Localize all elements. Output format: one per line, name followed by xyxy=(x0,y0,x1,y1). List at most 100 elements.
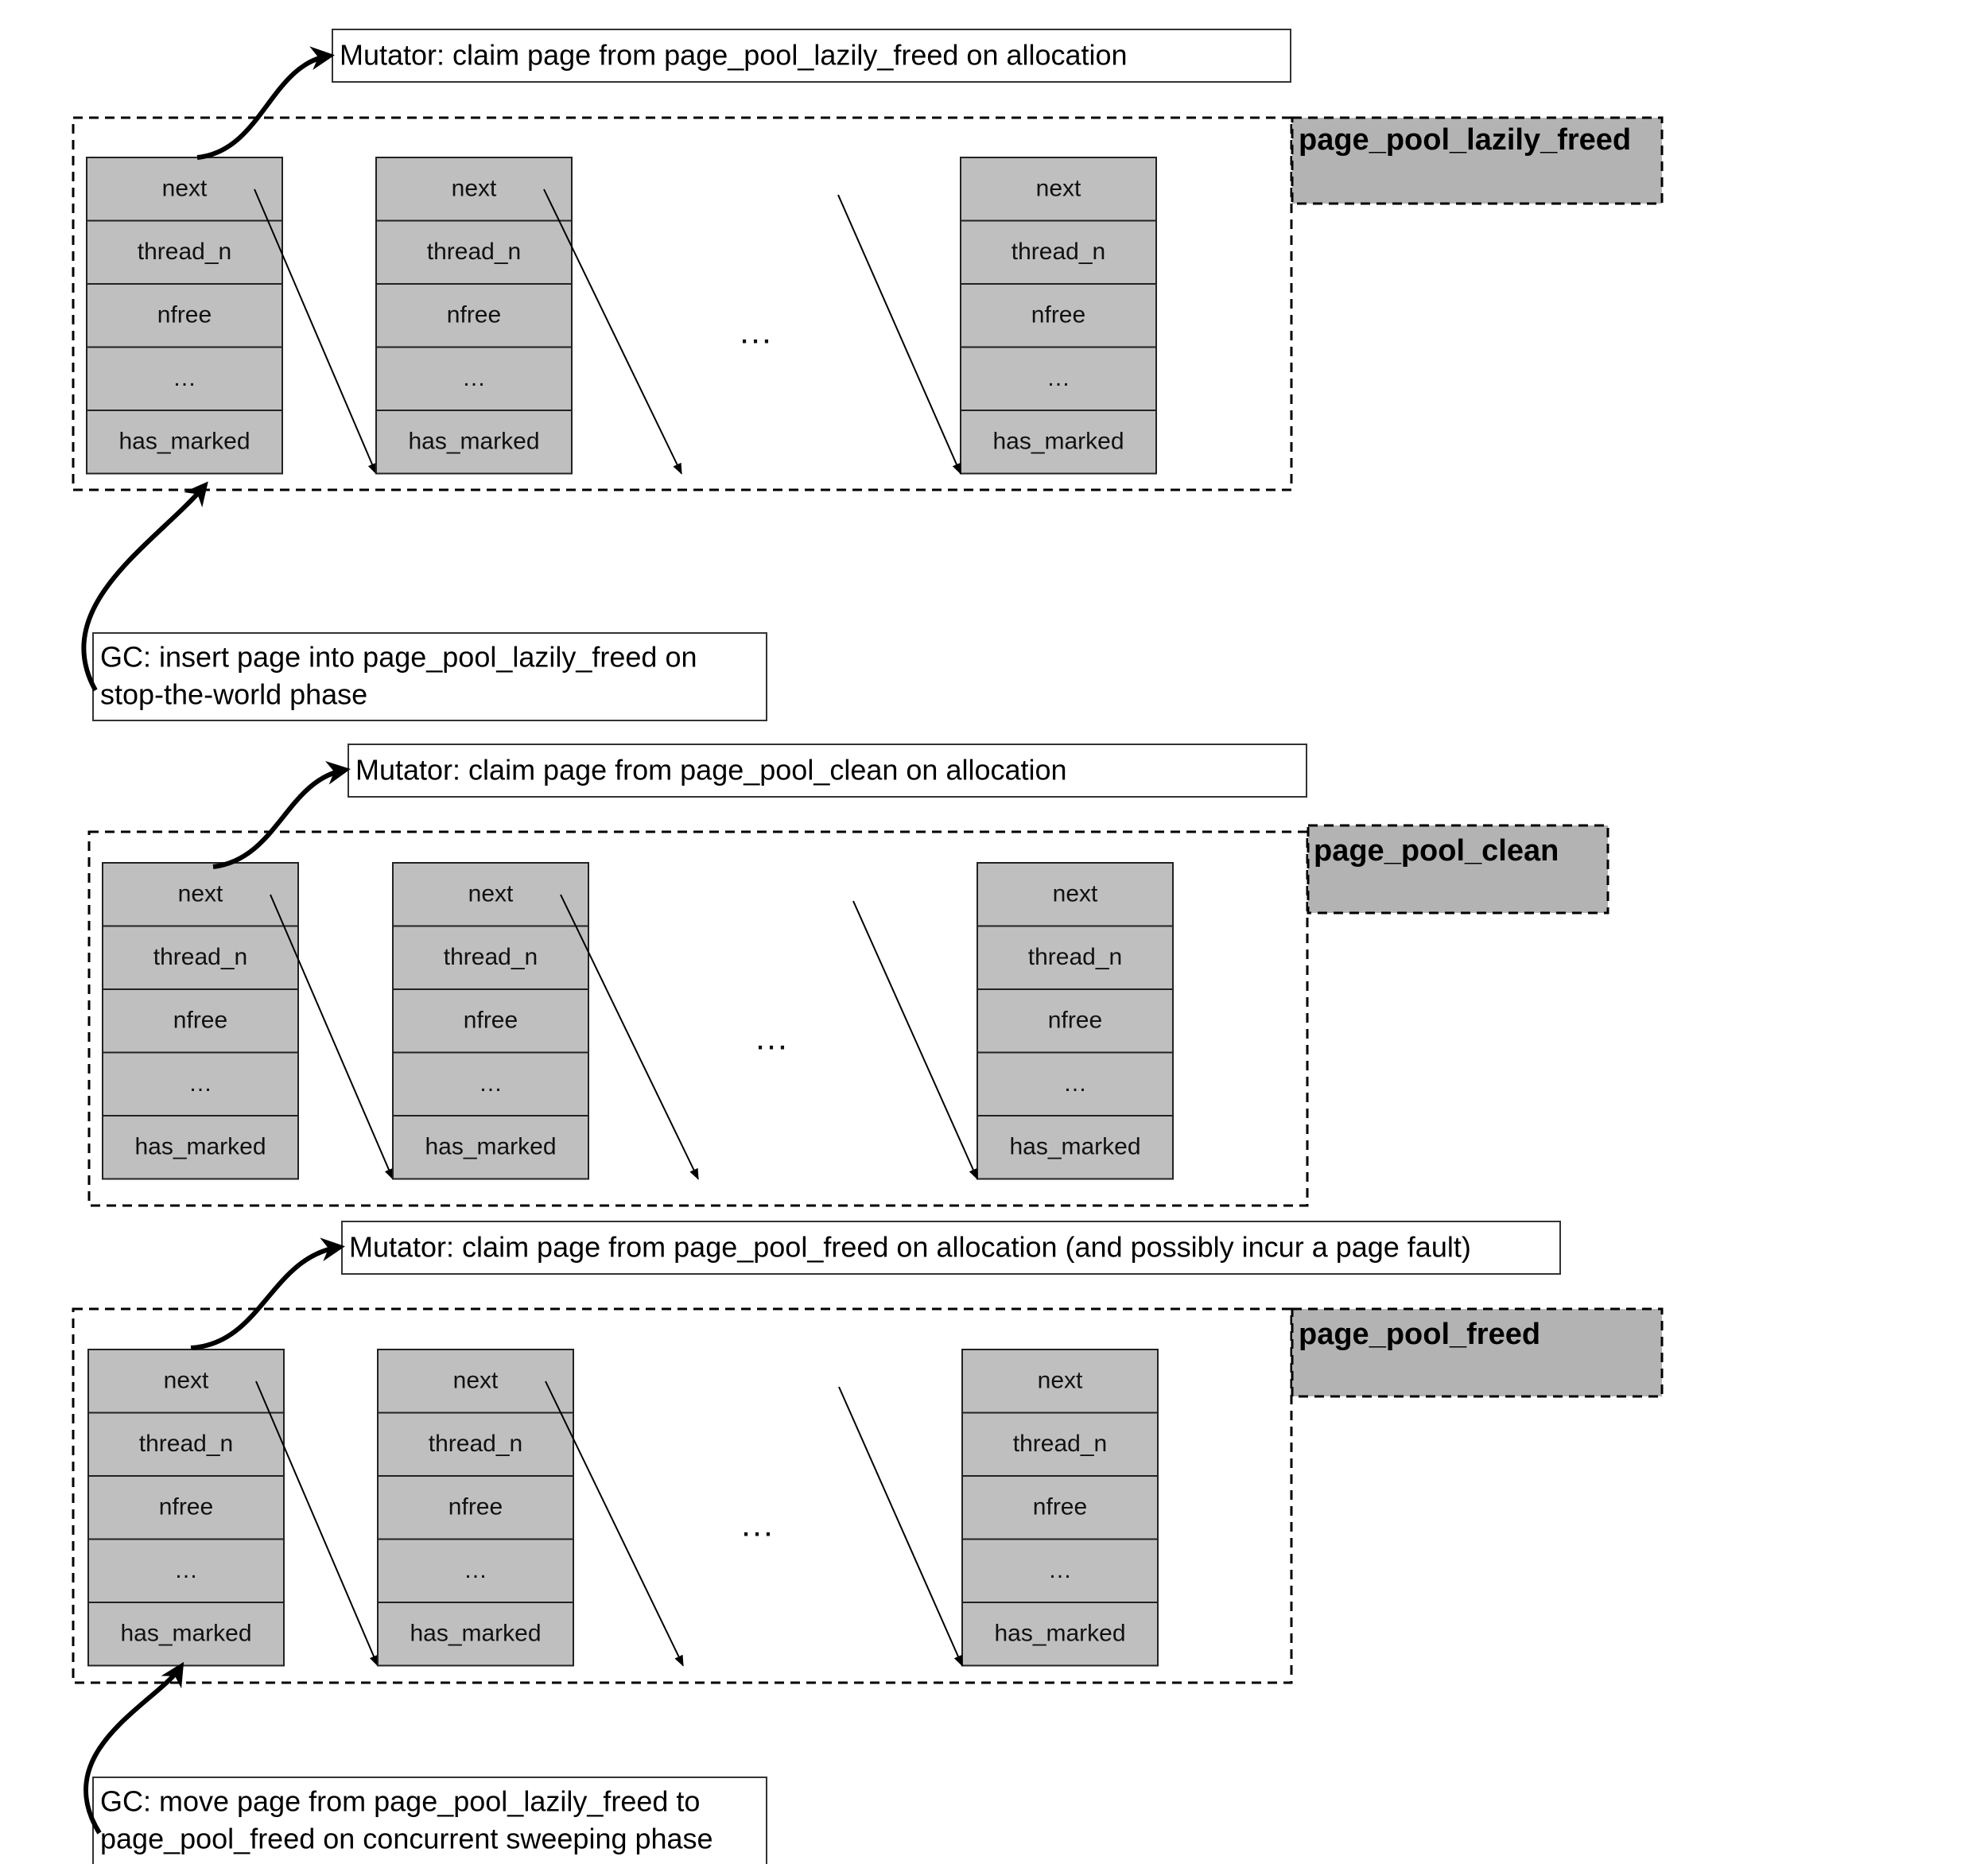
more-pages-ellipsis: … xyxy=(754,1019,789,1058)
gc-note-line: GC: insert page into page_pool_lazily_fr… xyxy=(100,641,697,674)
page-field-has_marked: has_marked xyxy=(1009,1134,1140,1160)
page-field-cell xyxy=(960,157,1157,222)
page-field-cell xyxy=(102,1051,299,1116)
page-field-cell xyxy=(102,1115,299,1180)
more-pages-ellipsis: … xyxy=(740,1505,775,1544)
page-field-next: next xyxy=(162,176,208,202)
page-field-cell xyxy=(102,988,299,1054)
gc-note-box xyxy=(92,1777,767,1864)
claim-page-arrow xyxy=(190,1237,345,1350)
page-field-nfree: nfree xyxy=(464,1008,518,1034)
page-field-thread_n: thread_n xyxy=(1028,944,1122,970)
page-field-next: next xyxy=(1036,176,1081,202)
page-field-cell xyxy=(375,219,573,285)
more-pages-ellipsis: … xyxy=(738,313,773,351)
page-field-cell xyxy=(377,1602,574,1667)
page-field-has_marked: has_marked xyxy=(994,1621,1125,1647)
pool-label-box xyxy=(1291,116,1664,205)
page-field-cell xyxy=(977,1051,1174,1116)
next-pointer-arrow xyxy=(837,194,961,475)
next-pointer-arrow xyxy=(852,900,978,1180)
gc-insert-arrow xyxy=(81,481,208,692)
page-field-ellipsis: … xyxy=(479,1070,503,1097)
pool-section-page_pool_freed: page_pool_freednextthread_nnfree…has_mar… xyxy=(72,1221,1664,1864)
page-field-cell xyxy=(86,283,283,348)
next-pointer-arrow xyxy=(270,894,394,1180)
next-pointer-arrow xyxy=(255,1381,379,1667)
page-field-thread_n: thread_n xyxy=(138,239,231,265)
next-pointer-arrow xyxy=(545,1381,684,1667)
page-field-cell xyxy=(86,157,283,222)
pool-container xyxy=(87,830,1309,1207)
page-field-cell xyxy=(87,1349,285,1414)
gc-note-line: stop-the-world phase xyxy=(100,678,367,711)
page-field-has_marked: has_marked xyxy=(408,429,539,455)
page-field-has_marked: has_marked xyxy=(120,1621,251,1647)
page-field-cell xyxy=(977,1115,1174,1180)
page-field-next: next xyxy=(452,176,497,202)
gc-note-box xyxy=(92,632,767,721)
page-field-next: next xyxy=(178,881,223,907)
page-field-cell xyxy=(392,862,589,927)
next-pointer-arrow xyxy=(560,894,699,1180)
page-field-has_marked: has_marked xyxy=(118,429,250,455)
page-field-ellipsis: … xyxy=(174,1557,198,1583)
pool-title: page_pool_clean xyxy=(1314,834,1559,868)
page-field-cell xyxy=(961,1538,1159,1603)
claim-page-arrow xyxy=(212,761,351,869)
page-field-nfree: nfree xyxy=(173,1008,227,1034)
page-field-cell xyxy=(392,1115,589,1180)
page-field-cell xyxy=(375,283,573,348)
page-field-cell xyxy=(392,988,589,1054)
pool-label-box xyxy=(1291,1307,1664,1398)
page-field-nfree: nfree xyxy=(159,1494,213,1520)
pool-container xyxy=(72,116,1293,491)
mutator-note-box xyxy=(348,744,1307,798)
page-field-cell xyxy=(392,925,589,990)
gc-note-line: page_pool_freed on concurrent sweeping p… xyxy=(100,1823,713,1855)
page-field-cell xyxy=(961,1349,1159,1414)
page-field-nfree: nfree xyxy=(1048,1008,1102,1034)
page-field-cell xyxy=(960,346,1157,411)
page-field-next: next xyxy=(1053,881,1098,907)
page-field-cell xyxy=(87,1602,285,1667)
page-field-next: next xyxy=(1038,1368,1083,1394)
page-field-thread_n: thread_n xyxy=(429,1431,522,1457)
page-field-cell xyxy=(102,862,299,927)
page-field-nfree: nfree xyxy=(448,1494,503,1520)
next-pointer-arrow xyxy=(543,188,682,475)
page-field-ellipsis: … xyxy=(464,1557,487,1583)
gc-insert-arrow xyxy=(83,1661,184,1835)
page-field-cell xyxy=(375,410,573,475)
next-pointer-arrow xyxy=(254,188,377,475)
page-field-cell xyxy=(977,988,1174,1054)
mutator-note: Mutator: claim page from page_pool_clean… xyxy=(355,754,1067,786)
page-field-ellipsis: … xyxy=(1046,365,1070,391)
page-field-ellipsis: … xyxy=(1063,1070,1087,1097)
page-field-has_marked: has_marked xyxy=(134,1134,266,1160)
page-field-ellipsis: … xyxy=(462,365,486,391)
page-field-has_marked: has_marked xyxy=(410,1621,541,1647)
page-field-cell xyxy=(961,1602,1159,1667)
page-field-next: next xyxy=(468,881,514,907)
gc-note-line: GC: move page from page_pool_lazily_free… xyxy=(100,1785,700,1818)
mutator-note: Mutator: claim page from page_pool_lazil… xyxy=(340,39,1128,72)
page-field-next: next xyxy=(453,1368,499,1394)
page-field-nfree: nfree xyxy=(1031,302,1085,328)
next-pointer-arrow xyxy=(838,1386,963,1667)
page-field-nfree: nfree xyxy=(157,302,212,328)
pool-title: page_pool_lazily_freed xyxy=(1299,123,1631,157)
page-field-nfree: nfree xyxy=(1033,1494,1087,1520)
page-field-cell xyxy=(377,1538,574,1603)
